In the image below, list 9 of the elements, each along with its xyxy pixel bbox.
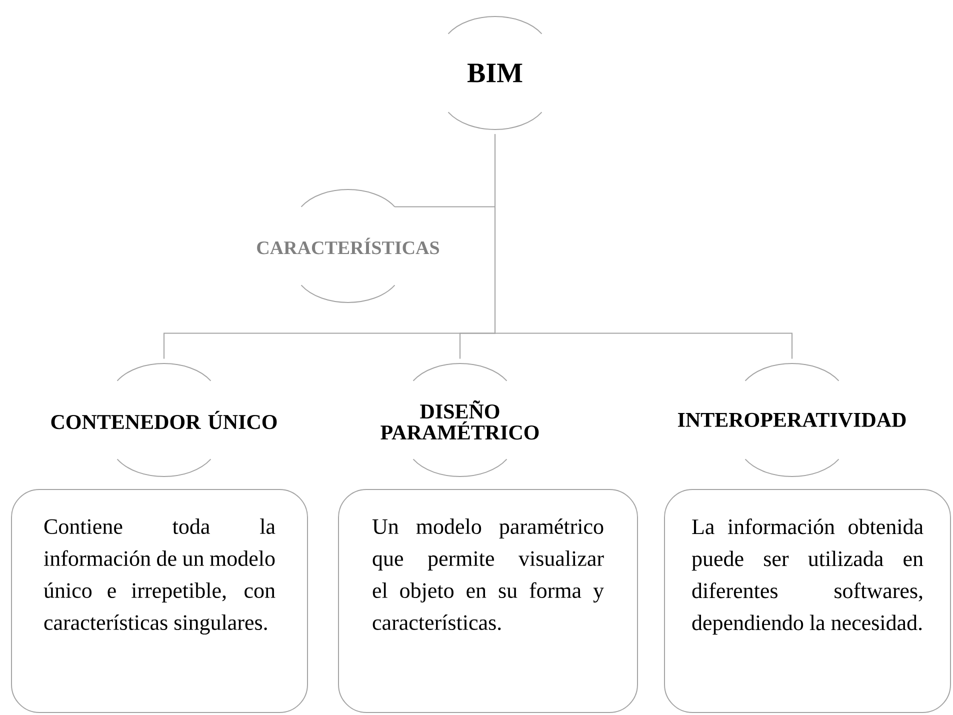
heading-text: CONTENEDOR ÚNICO bbox=[51, 410, 277, 430]
description-box: Contiene toda la información de un modelo único e irrepetible, con características singulares. bbox=[11, 489, 308, 713]
heading-text: CARACTERÍSTICAS bbox=[257, 238, 439, 254]
description-box: Un modelo paramétrico que permite visualizar el objeto en su forma y características. bbox=[338, 489, 638, 713]
description-box: La información obtenida puede ser utilizada en diferentes softwares, dependiendo la necesidad. bbox=[664, 489, 951, 713]
heading-text: BIM bbox=[467, 64, 522, 82]
heading-text: DISEÑO PARAMÉTRICO bbox=[380, 400, 539, 440]
heading-text: INTEROPERATIVIDAD bbox=[678, 412, 906, 428]
connector-line bbox=[494, 134, 792, 360]
